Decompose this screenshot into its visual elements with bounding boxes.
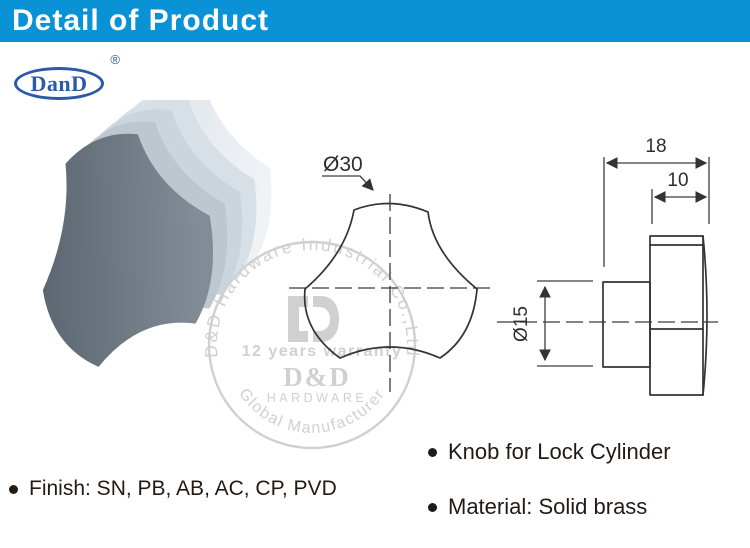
spec-material-text: Material: Solid brass — [448, 494, 648, 519]
bullet-icon — [9, 484, 18, 494]
side-view-front-face-arc — [702, 235, 708, 396]
watermark-circle — [207, 240, 417, 450]
dim-label-boss-diameter-15: Ø15 — [511, 306, 532, 342]
watermark-warranty-text: 12 years warranty — [242, 343, 403, 360]
watermark-d-logo-icon — [288, 296, 339, 342]
page-header: Detail of Product — [0, 0, 750, 42]
bullet-icon — [428, 502, 437, 512]
side-view: 18 10 Ø15 — [497, 136, 718, 396]
front-view-knob-outline — [303, 202, 478, 359]
brand-logo-oval: DanD — [14, 67, 104, 100]
spec-finish-text: Finish: SN, PB, AB, AC, CP, PVD — [29, 477, 337, 500]
front-view: Ø30 — [289, 153, 491, 392]
dim-label-head-depth-10: 10 — [667, 170, 688, 191]
side-view-head-outline — [649, 235, 704, 396]
spec-product-row: Knob for Lock Cylinder — [428, 439, 671, 465]
dim-label-total-depth-18: 18 — [645, 136, 666, 157]
watermark-brand-sub-text: HARDWARE — [267, 391, 367, 405]
watermark-brand-text: D&D — [283, 362, 351, 392]
registered-trademark-icon: ® — [110, 52, 120, 67]
spec-product-text: Knob for Lock Cylinder — [448, 439, 671, 464]
spec-finish-row: Finish: SN, PB, AB, AC, CP, PVD — [9, 477, 337, 501]
page-title: Detail of Product — [12, 4, 270, 37]
brand-logo: DanD ® — [14, 52, 120, 100]
brand-logo-text: DanD — [30, 70, 88, 96]
dim-label-diameter-30: Ø30 — [323, 153, 363, 176]
side-view-boss-outline — [602, 281, 651, 368]
diameter-leader-line — [322, 175, 374, 191]
bullet-icon — [428, 447, 437, 457]
spec-material-row: Material: Solid brass — [428, 494, 647, 520]
